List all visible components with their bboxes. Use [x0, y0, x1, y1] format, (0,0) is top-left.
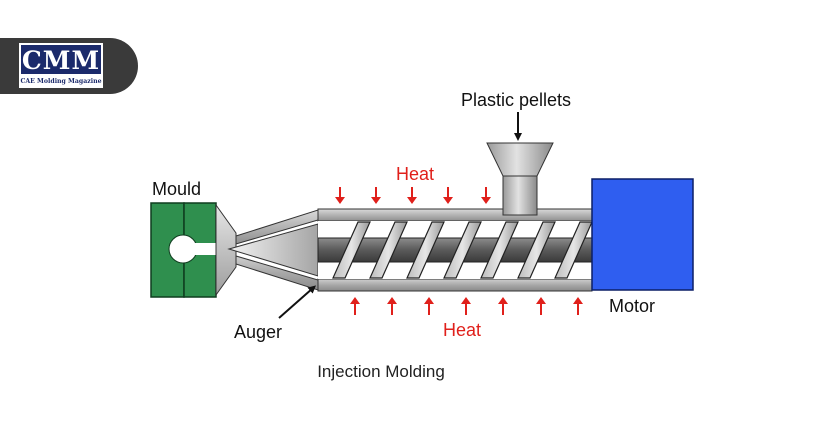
- heat-arrow: [424, 297, 434, 315]
- plastic-pellets-label: Plastic pellets: [461, 90, 571, 110]
- nozzle: [215, 203, 319, 297]
- heat-arrow: [481, 187, 491, 204]
- hopper-throat: [502, 174, 538, 216]
- logo-title: CMM: [22, 46, 100, 75]
- heat-bottom-label: Heat: [443, 320, 481, 340]
- mould-cavity: [168, 234, 198, 264]
- auger-flight: [480, 221, 519, 279]
- barrel-bottom-wall: [317, 278, 593, 292]
- auger-flight: [406, 221, 445, 279]
- diagram-caption: Injection Molding: [317, 362, 445, 381]
- auger-flight: [332, 221, 371, 279]
- barrel-top-wall: [317, 208, 593, 222]
- heat-arrow: [387, 297, 397, 315]
- motor-block: [591, 178, 694, 291]
- auger-screw: [317, 221, 593, 279]
- hopper: [486, 142, 554, 216]
- mould-sprue: [194, 243, 222, 255]
- auger-flight: [443, 221, 482, 279]
- heat-arrow: [443, 187, 453, 204]
- mould: [150, 202, 222, 298]
- logo-subtitle: CAE Molding Magazine: [20, 78, 101, 85]
- auger-flights: [332, 221, 593, 279]
- auger-flight: [369, 221, 408, 279]
- mould-label: Mould: [152, 179, 201, 199]
- hopper-funnel: [486, 142, 554, 177]
- cmm-logo: CMM CAE Molding Magazine: [0, 38, 138, 94]
- heat-arrows-top: [335, 187, 491, 204]
- heat-arrow: [350, 297, 360, 315]
- heat-arrow: [371, 187, 381, 204]
- heat-arrow: [573, 297, 583, 315]
- heat-arrow: [407, 187, 417, 204]
- logo-title-box: [21, 45, 101, 74]
- heat-arrow: [461, 297, 471, 315]
- heat-top-label: Heat: [396, 164, 434, 184]
- heat-arrow: [335, 187, 345, 204]
- auger-flight: [517, 221, 556, 279]
- heat-arrows-bottom: [350, 297, 583, 315]
- heat-arrow: [536, 297, 546, 315]
- nozzle-flange: [215, 203, 237, 297]
- heat-arrow: [498, 297, 508, 315]
- auger-label: Auger: [234, 322, 282, 342]
- motor-label: Motor: [609, 296, 655, 316]
- auger-pointer-arrow: [278, 285, 316, 319]
